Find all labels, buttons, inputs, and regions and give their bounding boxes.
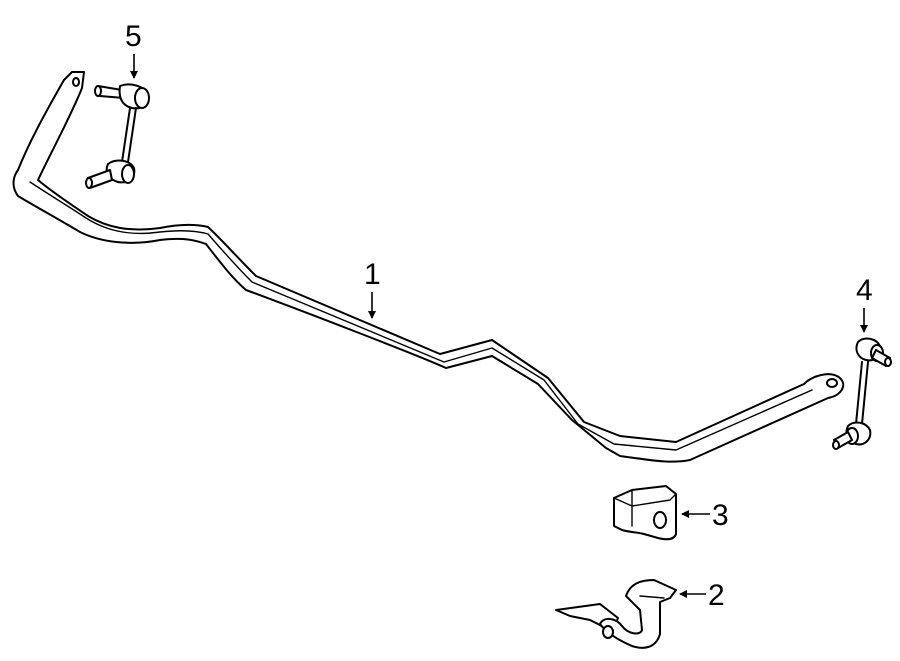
stabilizer-link-left bbox=[85, 83, 150, 189]
callout-1: 1 bbox=[364, 258, 381, 291]
callout-4: 4 bbox=[856, 274, 873, 307]
callout-leaders bbox=[130, 54, 868, 598]
callout-2: 2 bbox=[708, 579, 725, 612]
stabilizer-link-right bbox=[832, 337, 892, 450]
bushing-clamp bbox=[555, 579, 677, 649]
bar-bushing bbox=[613, 485, 677, 541]
callout-5: 5 bbox=[125, 20, 142, 53]
callout-numbers: 1 2 3 4 5 bbox=[125, 20, 873, 612]
callout-3: 3 bbox=[712, 499, 729, 532]
stabilizer-bar bbox=[12, 71, 845, 463]
